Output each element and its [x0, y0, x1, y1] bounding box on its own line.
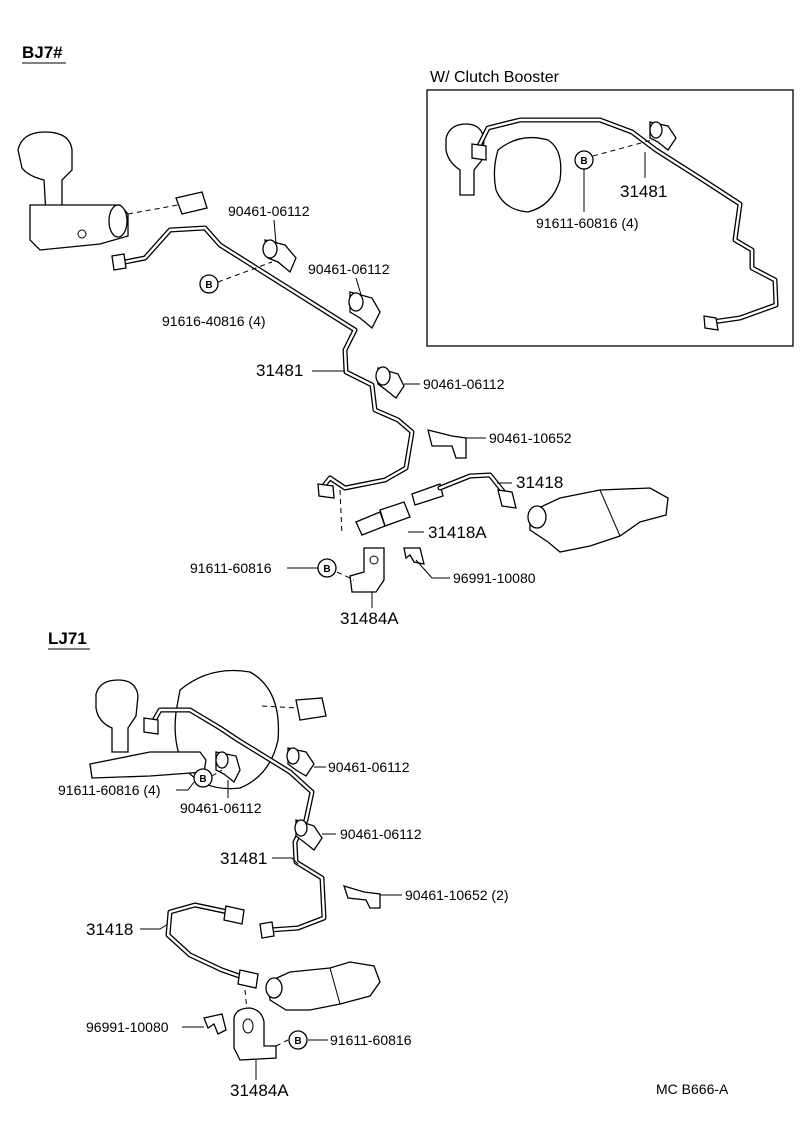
footer-code: MC B666-A [656, 1081, 729, 1097]
lj71-label-clip: 96991-10080 [86, 1019, 169, 1035]
inset-clutch-tube [471, 117, 779, 331]
lj71-master-cylinder [89, 679, 327, 779]
lj71-label-bracket: 90461-10652 (2) [405, 887, 509, 903]
lj71-label-clamp-1: 90461-06112 [328, 759, 410, 775]
bj7-clamp-2 [348, 291, 381, 330]
bj7-mount-bracket [336, 547, 385, 593]
lj71-bolt-marker-top: B [193, 768, 223, 788]
lj71-section: LJ71 [48, 629, 509, 1100]
lj71-label-tube: 31481 [220, 849, 267, 868]
bj7-union [339, 489, 411, 536]
inset-master-cylinder [445, 123, 562, 213]
bj7-label-clamp-3: 90461-06112 [423, 376, 505, 392]
svg-text:B: B [199, 774, 206, 785]
bj7-label-clip: 96991-10080 [453, 570, 536, 586]
clutch-booster-inset: W/ Clutch Booster B 31481 91611-60816 (4… [426, 69, 794, 347]
inset-bolt-marker: B [574, 139, 653, 212]
bj7-clutch-tube [111, 225, 415, 499]
bj7-clip [403, 547, 425, 565]
svg-text:B: B [294, 1036, 301, 1047]
bj7-leaders [273, 219, 512, 608]
lj71-label-mount: 31484A [230, 1081, 289, 1100]
bj7-label-clamp-1: 90461-06112 [228, 203, 310, 219]
lj71-label-bolt-top: 91611-60816 (4) [58, 782, 160, 798]
bj7-label-union: 31418A [428, 523, 487, 542]
bj7-label-mount: 31484A [340, 609, 399, 628]
lj71-label-clamp-2: 90461-06112 [180, 800, 262, 816]
lj71-label-hose: 31418 [86, 920, 133, 939]
inset-frame [426, 89, 794, 347]
lj71-slave-cylinder [265, 961, 381, 1011]
bj7-section: BJ7# [17, 43, 669, 628]
svg-text:B: B [205, 280, 212, 291]
bj7-bolt-marker-top: B [199, 261, 273, 294]
inset-title: W/ Clutch Booster [430, 69, 560, 86]
lj71-mount-bracket [233, 1007, 289, 1061]
lj71-clamp-3 [294, 819, 323, 851]
bj7-bolt-marker-bottom: B [317, 558, 337, 578]
bj7-label-bolt-top: 91616-40816 (4) [162, 313, 266, 329]
lj71-label-clamp-3: 90461-06112 [340, 826, 422, 842]
inset-label-bolt: 91611-60816 (4) [536, 215, 638, 231]
inset-clamp [649, 121, 677, 151]
bj7-label-hose: 31418 [516, 473, 563, 492]
lj71-clip [203, 1013, 227, 1035]
lj71-clamp-2 [286, 747, 315, 777]
bj7-clamp-3 [375, 366, 405, 399]
inset-label-tube: 31481 [620, 182, 667, 201]
bj7-clamp-1 [262, 239, 297, 274]
lj71-label-bolt-bottom: 91611-60816 [330, 1032, 412, 1048]
svg-text:B: B [580, 156, 587, 167]
lj71-leaders [140, 766, 402, 1080]
bj7-bracket [427, 429, 467, 459]
lj71-bolt-marker-bottom: B [288, 1030, 308, 1050]
bj7-slave-cylinder [527, 487, 669, 553]
lj71-title: LJ71 [48, 629, 87, 648]
lj71-clamp-1 [215, 751, 241, 784]
svg-text:B: B [323, 564, 330, 575]
bj7-title: BJ7# [22, 43, 63, 62]
lj71-flex-hose [165, 902, 259, 1021]
lj71-clutch-tube [143, 707, 327, 939]
lj71-bracket [342, 885, 381, 909]
bj7-label-tube: 31481 [256, 361, 303, 380]
bj7-flex-hose [411, 472, 517, 509]
bj7-master-cylinder [17, 131, 208, 251]
bj7-label-clamp-2: 90461-06112 [308, 261, 390, 277]
bj7-label-bolt-bottom: 91611-60816 [190, 560, 272, 576]
bj7-label-bracket: 90461-10652 [489, 430, 572, 446]
